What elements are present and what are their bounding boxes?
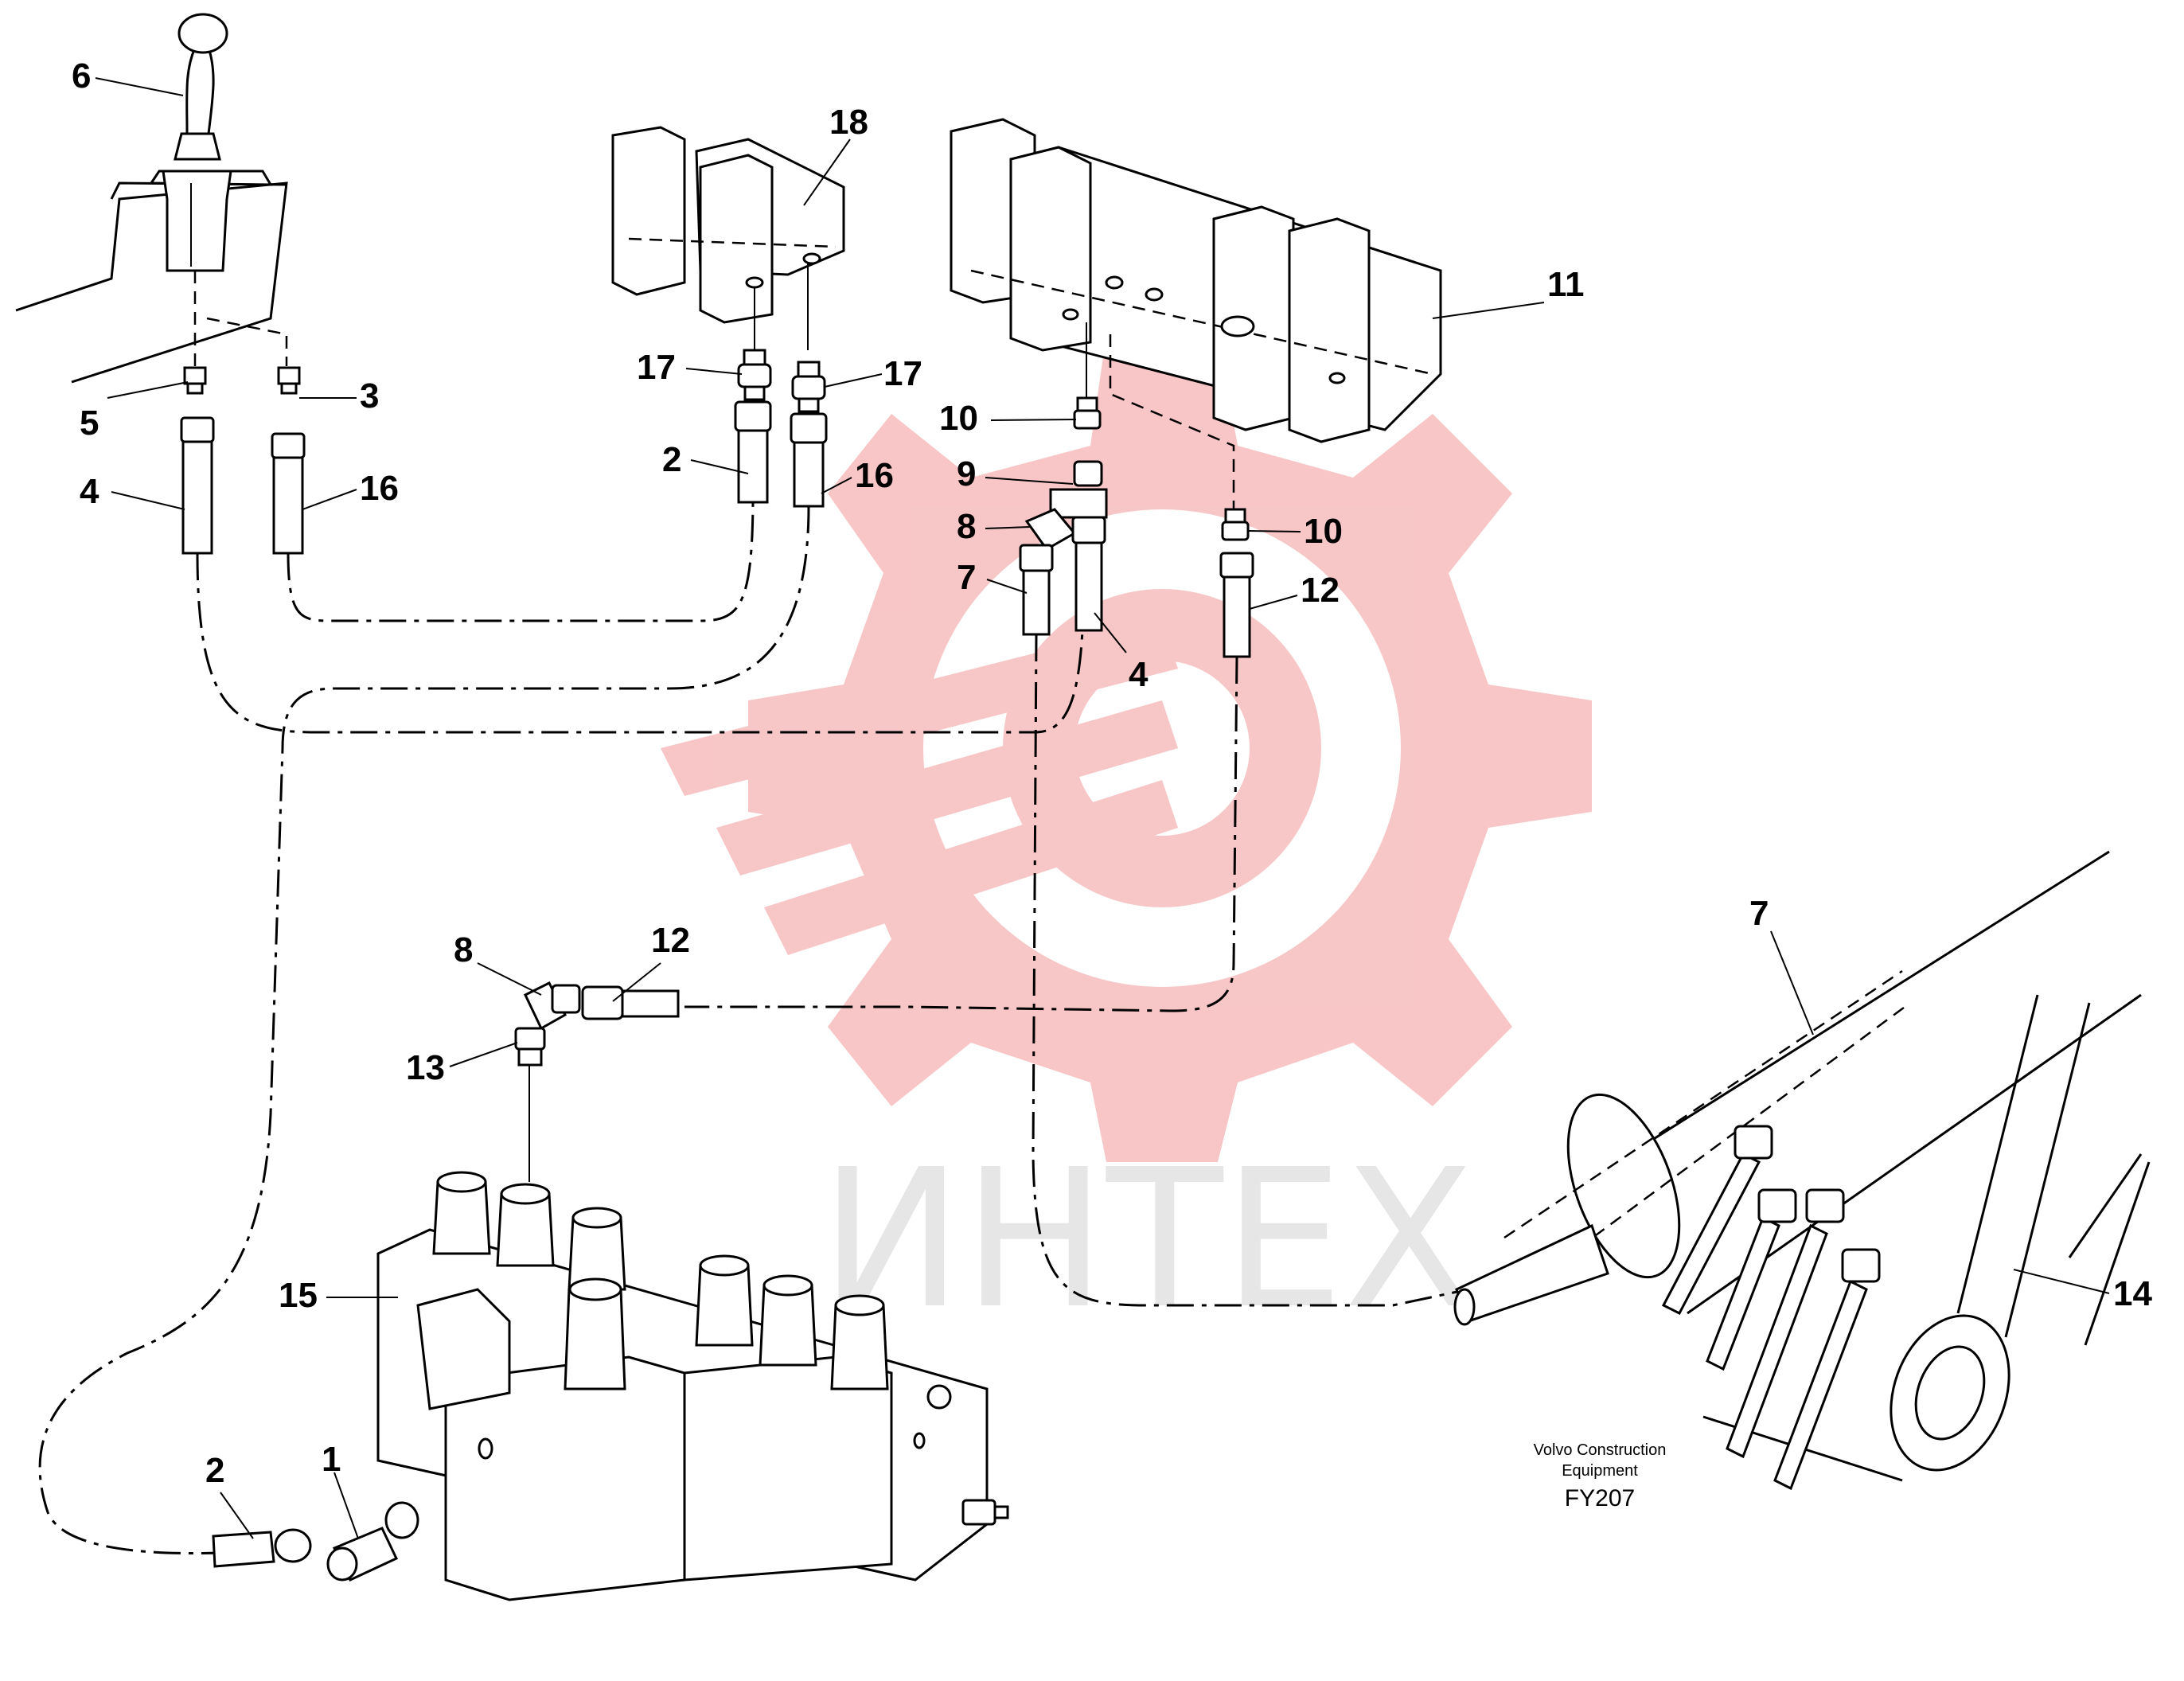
callout-17-left: 17: [637, 348, 676, 387]
callout-1: 1: [322, 1440, 341, 1479]
hose-end-4-right: [1071, 516, 1106, 632]
solenoid-caps: [432, 1171, 889, 1390]
hose-routes: [38, 501, 1469, 1555]
callout-11: 11: [1547, 265, 1585, 304]
callout-10-right: 10: [1304, 512, 1343, 551]
hose-end-4-left: [180, 416, 215, 555]
callout-12-bottom: 12: [651, 921, 690, 960]
callout-7-top: 7: [957, 558, 976, 597]
figure-caption: Volvo Construction Equipment FY207: [1534, 1441, 1667, 1511]
joystick-control-lever: [15, 13, 288, 384]
fitting-1: [326, 1501, 419, 1582]
callout-14: 14: [2113, 1274, 2152, 1313]
fitting-10-top: [1073, 396, 1102, 430]
fitting-17-right: [791, 361, 826, 413]
fitting-13: [514, 1027, 546, 1067]
callout-10-top: 10: [939, 399, 978, 438]
callout-15: 15: [279, 1276, 318, 1315]
control-valve-15: [376, 1228, 1009, 1601]
callout-4-left: 4: [80, 472, 99, 511]
callout-16-right: 16: [855, 456, 894, 495]
callout-4-right: 4: [1129, 655, 1149, 694]
boom-arm-14: [1453, 850, 2151, 1491]
valve-block-11: [950, 118, 1442, 509]
fitting-5: [183, 366, 207, 395]
elbow-fitting-8-bottom: [524, 981, 581, 1031]
callout-2-top: 2: [662, 440, 681, 479]
boom-bolts: [1661, 1125, 1881, 1491]
hose-end-2-bottom: [212, 1528, 312, 1568]
fitting-3: [277, 366, 301, 395]
callout-8-bottom: 8: [454, 930, 473, 969]
callout-labels: 6 18 11 17 17 5 3 4 16 2 16 10 9 8 10 7 …: [72, 57, 2152, 1490]
callout-3: 3: [360, 376, 379, 415]
callout-13: 13: [406, 1048, 445, 1087]
caption-line-2: Equipment: [1562, 1462, 1638, 1480]
hose-end-7-top: [1019, 544, 1054, 636]
callout-8-top: 8: [957, 507, 976, 546]
callout-9: 9: [957, 454, 976, 493]
hose-end-16-top: [790, 412, 828, 508]
hose-end-16-left: [271, 432, 306, 555]
caption-line-1: Volvo Construction: [1534, 1441, 1667, 1459]
hose-end-2-top: [734, 400, 772, 504]
callout-17-right: 17: [883, 354, 922, 393]
callout-2-bottom: 2: [205, 1451, 224, 1490]
callout-18: 18: [829, 103, 868, 142]
valve-block-18: [611, 126, 845, 350]
leader-lines: [95, 77, 2110, 1539]
callout-6: 6: [72, 57, 91, 96]
figure-code: FY207: [1565, 1485, 1635, 1511]
fitting-17-left: [737, 349, 772, 401]
tee-fitting-9: [1049, 460, 1108, 519]
hose-end-12-top: [1219, 552, 1254, 658]
fitting-10-right: [1221, 508, 1250, 541]
callout-5: 5: [80, 404, 99, 443]
hose-end-12-bottom: [581, 985, 680, 1020]
callout-7-boom: 7: [1749, 894, 1769, 933]
watermark-text: ИНТЕХ: [820, 1128, 1475, 1351]
callout-12-top: 12: [1301, 571, 1340, 610]
callout-16-left: 16: [360, 469, 399, 508]
